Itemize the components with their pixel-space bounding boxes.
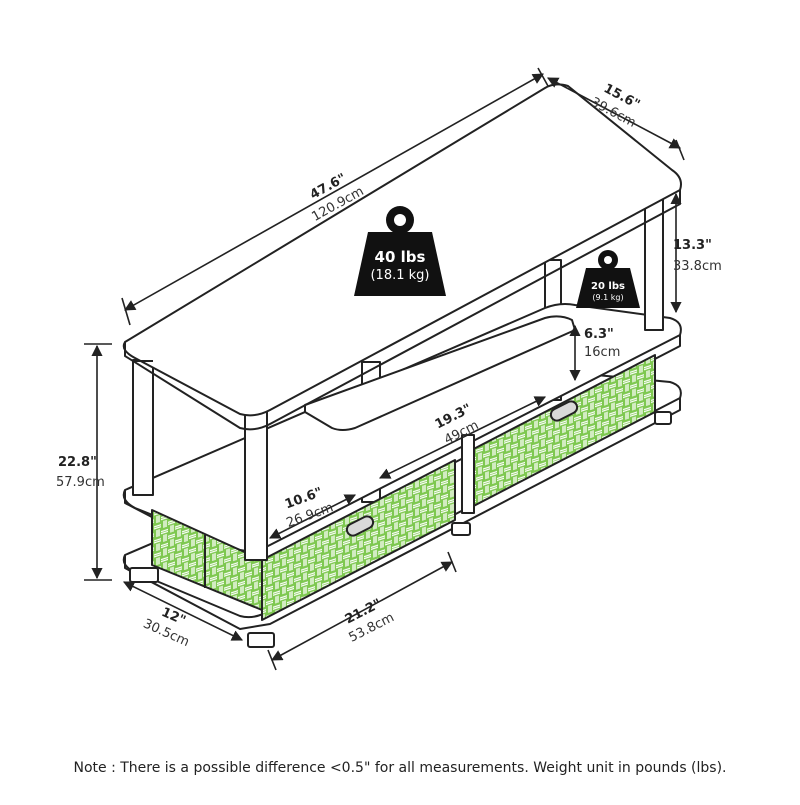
weight-20-icon: 20 lbs (9.1 kg) <box>576 250 640 308</box>
tv-stand-drawing <box>122 83 682 648</box>
measurement-note: Note : There is a possible difference <0… <box>73 760 727 776</box>
upper-clearance-cm: 33.8cm <box>673 259 722 274</box>
weight-40-lbs: 40 lbs <box>375 248 426 266</box>
weight-20-lbs: 20 lbs <box>591 281 625 292</box>
middle-clearance-inches: 6.3" <box>584 327 614 342</box>
height-cm: 57.9cm <box>56 475 105 490</box>
bottom-depth-line <box>122 581 244 641</box>
depth-dimension-line <box>547 77 681 149</box>
height-inches: 22.8" <box>58 455 97 470</box>
weight-20-kg: (9.1 kg) <box>592 293 623 302</box>
weight-40-kg: (18.1 kg) <box>370 268 429 283</box>
inner-width-line <box>378 396 547 479</box>
middle-clearance-cm: 16cm <box>584 345 620 360</box>
bottom-width-line <box>271 561 453 661</box>
width-dimension-line <box>124 73 544 311</box>
upper-clearance-inches: 13.3" <box>673 238 712 253</box>
inner-shelf <box>304 315 576 431</box>
bin-depth-line <box>269 494 356 539</box>
